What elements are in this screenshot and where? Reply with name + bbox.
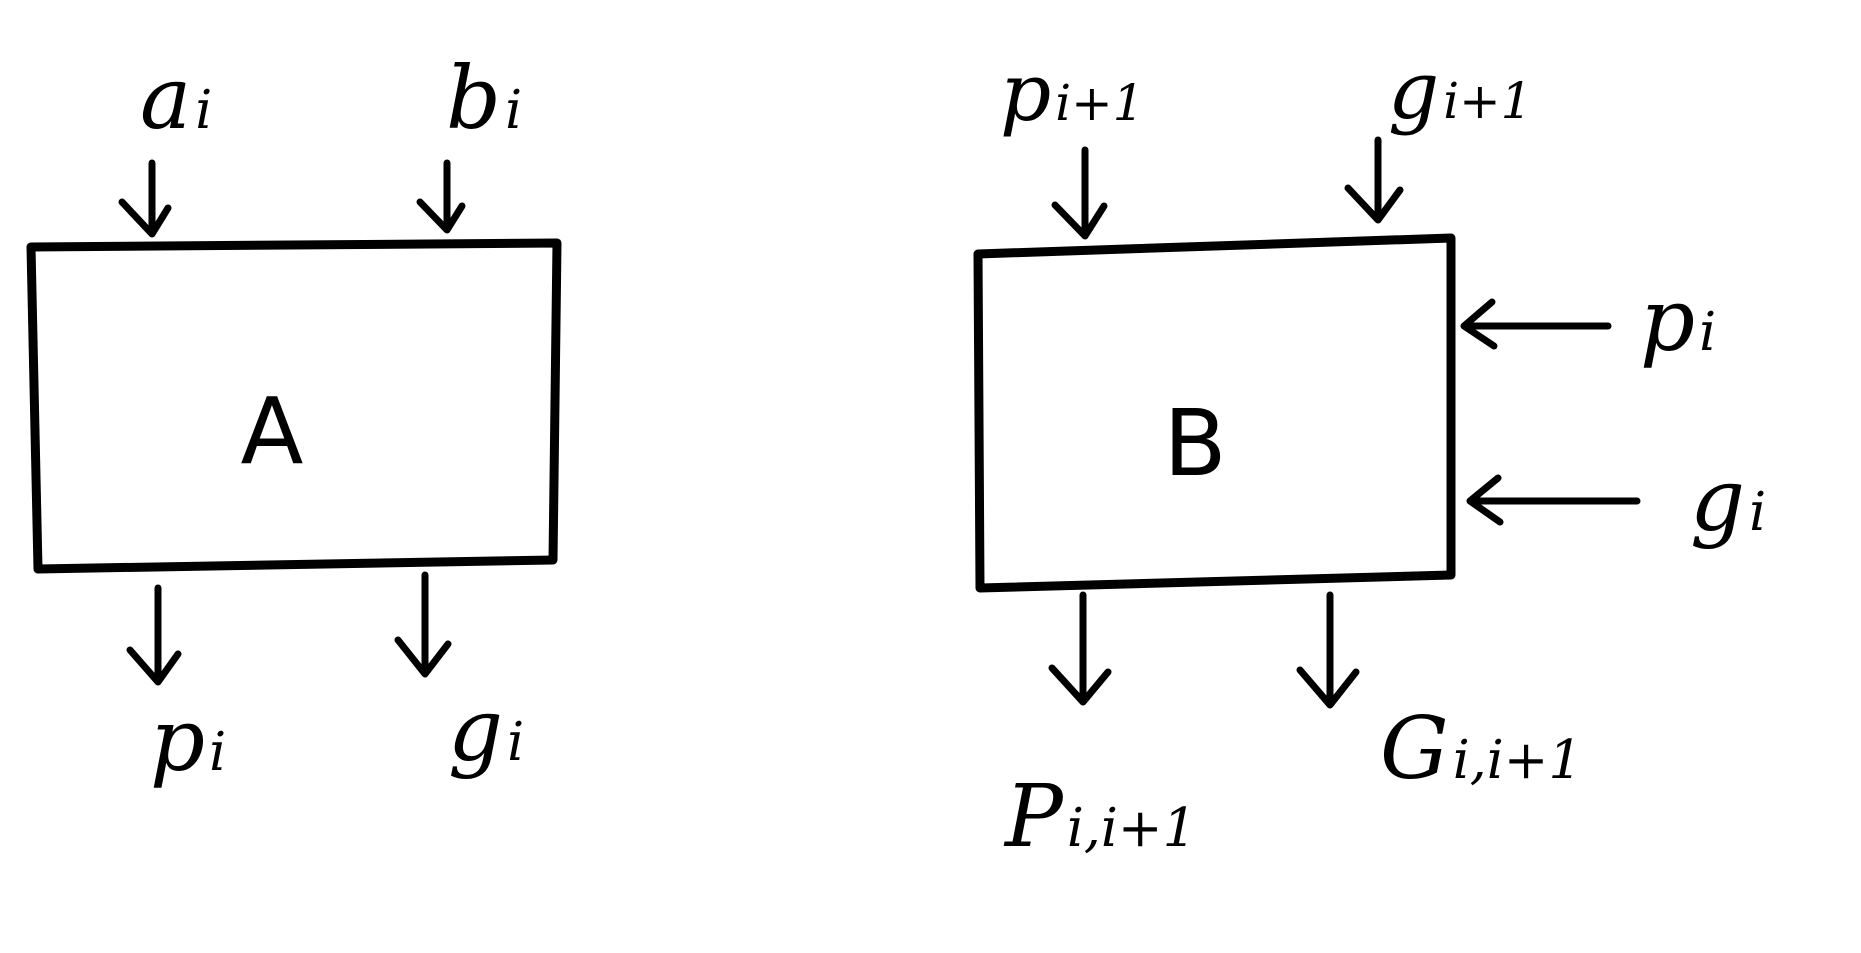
output-p-range-base: P xyxy=(1003,767,1065,867)
input-a-sub: i xyxy=(195,79,212,141)
input-p-i1-base: p xyxy=(1000,46,1051,139)
arrow-output-p-range xyxy=(1048,591,1112,706)
input-label-b-i: bi xyxy=(446,49,522,149)
arrow-input-p-i1 xyxy=(1051,146,1108,240)
output-g-range-sub: i,i+1 xyxy=(1453,729,1583,791)
arrow-input-a xyxy=(118,159,172,238)
output-label-g-i: gi xyxy=(448,681,524,781)
side-input-label-p-i: pi xyxy=(1640,271,1716,371)
arrow-output-p xyxy=(126,584,182,686)
output-p-range-sub: i,i+1 xyxy=(1067,797,1197,859)
arrow-side-input-p xyxy=(1460,298,1612,350)
side-g-base: g xyxy=(1690,451,1745,551)
arrow-output-g xyxy=(394,571,452,678)
input-label-g-i1: gi+1 xyxy=(1388,44,1532,137)
arrow-side-input-g xyxy=(1466,474,1641,526)
output-g-range-base: G xyxy=(1380,699,1449,799)
block-b: B pi+1 gi+1 pi gi xyxy=(973,44,1766,867)
block-b-box xyxy=(973,233,1456,593)
output-label-p-i: pi xyxy=(150,691,226,791)
arrow-input-g-i1 xyxy=(1344,136,1404,224)
output-g-base: g xyxy=(448,681,503,781)
output-p-sub: i xyxy=(209,721,226,783)
input-g-i1-base: g xyxy=(1388,44,1439,137)
output-label-g-range: Gi,i+1 xyxy=(1380,699,1582,799)
side-p-base: p xyxy=(1640,271,1695,371)
arrow-output-g-range xyxy=(1296,591,1360,709)
input-p-i1-sub: i+1 xyxy=(1055,74,1144,132)
input-b-base: b xyxy=(446,49,501,149)
block-a: A ai bi pi gi xyxy=(26,49,562,791)
input-g-i1-sub: i+1 xyxy=(1443,72,1532,130)
input-a-base: a xyxy=(140,49,191,149)
input-label-p-i1: pi+1 xyxy=(1000,46,1144,139)
input-b-sub: i xyxy=(505,79,522,141)
block-a-label: A xyxy=(241,378,304,485)
input-label-a-i: ai xyxy=(140,49,212,149)
side-p-sub: i xyxy=(1699,301,1716,363)
output-g-sub: i xyxy=(507,711,524,773)
side-input-label-g-i: gi xyxy=(1690,451,1766,551)
block-b-label: B xyxy=(1163,390,1226,497)
block-a-box xyxy=(26,238,562,574)
output-label-p-range: Pi,i+1 xyxy=(1003,767,1197,867)
side-g-sub: i xyxy=(1749,481,1766,543)
arrow-input-b xyxy=(416,159,466,234)
output-p-base: p xyxy=(150,691,205,791)
